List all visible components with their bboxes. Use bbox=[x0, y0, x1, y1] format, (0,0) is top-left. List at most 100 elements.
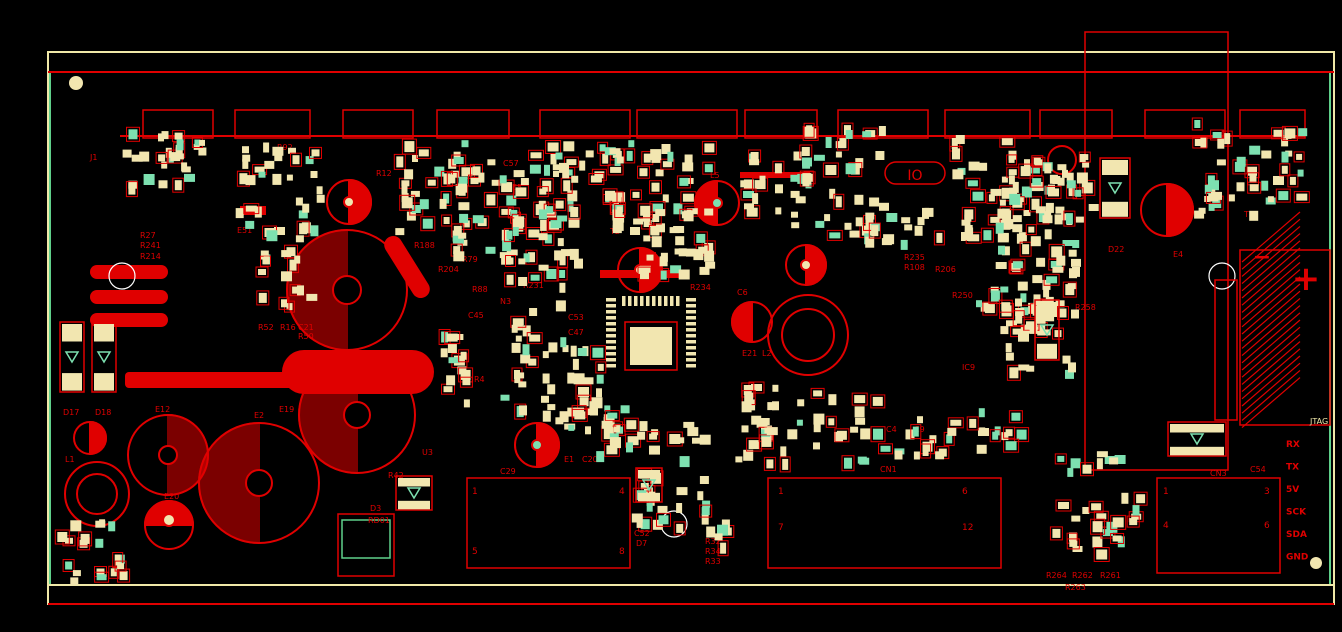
ic-pin bbox=[606, 316, 616, 320]
smd-pad bbox=[976, 300, 982, 308]
smd-pad bbox=[1211, 191, 1222, 200]
smd-pad bbox=[751, 415, 762, 425]
smd-pad bbox=[434, 166, 445, 177]
smd-pad bbox=[520, 178, 529, 185]
hatch-line bbox=[1241, 254, 1301, 306]
smd-pad bbox=[487, 159, 496, 166]
diode-pad bbox=[1102, 160, 1128, 175]
smd-pad bbox=[439, 198, 447, 209]
smd-pad bbox=[453, 151, 461, 162]
pad-outline bbox=[1293, 151, 1305, 163]
hatch-line bbox=[1241, 377, 1301, 429]
smd-pad bbox=[1249, 210, 1259, 221]
smd-pad bbox=[1296, 193, 1308, 201]
ic-pins-left bbox=[606, 298, 616, 368]
smd-pad bbox=[1032, 178, 1042, 186]
smd-pad bbox=[1044, 229, 1052, 240]
smd-pad bbox=[461, 167, 473, 177]
pad-outline bbox=[1003, 426, 1016, 439]
smd-pad bbox=[302, 203, 310, 213]
svg-text:L2: L2 bbox=[762, 349, 772, 358]
smd-pad bbox=[1020, 324, 1031, 334]
diode-symbol bbox=[1107, 182, 1123, 195]
trace bbox=[125, 372, 295, 388]
diode-symbol bbox=[96, 351, 112, 364]
svg-text:1: 1 bbox=[1163, 487, 1169, 497]
smd-pad bbox=[529, 334, 541, 342]
smd-pad bbox=[1194, 139, 1205, 146]
smd-pad bbox=[529, 308, 538, 316]
smd-pad bbox=[1062, 169, 1068, 178]
smd-pad bbox=[1096, 458, 1103, 470]
pad-outline bbox=[444, 331, 461, 345]
hatch-line bbox=[1241, 290, 1301, 342]
smd-pad bbox=[704, 143, 715, 153]
smd-pad bbox=[57, 532, 68, 542]
smd-pad bbox=[1224, 133, 1231, 145]
smd-pad bbox=[573, 373, 585, 385]
smd-pad bbox=[1001, 138, 1013, 146]
board-outline bbox=[47, 31, 1335, 605]
smd-pad bbox=[673, 203, 683, 215]
smd-pad bbox=[443, 193, 450, 204]
smd-pad bbox=[117, 563, 125, 570]
hatch-line bbox=[1241, 233, 1301, 285]
pad-outline bbox=[758, 434, 774, 450]
pad-outline bbox=[658, 268, 670, 283]
smd-pad bbox=[679, 456, 690, 468]
smd-pad bbox=[289, 259, 297, 271]
smd-pad bbox=[460, 351, 467, 360]
cap-e2 bbox=[198, 421, 320, 545]
svg-text:R12: R12 bbox=[376, 169, 392, 178]
smd-pad bbox=[651, 429, 659, 436]
jtag-pin-label: SCK bbox=[1286, 508, 1307, 518]
smd-pad bbox=[528, 229, 540, 238]
smd-pad bbox=[994, 426, 1001, 436]
smd-pad bbox=[652, 214, 660, 222]
heatsink-bar: + − bbox=[1239, 211, 1331, 429]
cap-e21 bbox=[731, 300, 773, 344]
pad-outline bbox=[803, 122, 815, 138]
ic-pin bbox=[622, 296, 626, 306]
smd-pad bbox=[796, 419, 803, 426]
svg-text:1: 1 bbox=[778, 487, 784, 497]
pad-outline bbox=[512, 184, 529, 199]
smd-pad bbox=[70, 577, 79, 586]
smd-pad bbox=[501, 208, 512, 215]
smd-pad bbox=[579, 160, 586, 171]
ic-pin bbox=[606, 352, 616, 356]
smd-pad bbox=[952, 169, 964, 180]
smd-pad bbox=[538, 200, 546, 211]
smd-pad bbox=[1061, 213, 1069, 221]
smd-pad bbox=[639, 421, 648, 432]
smd-pad bbox=[657, 505, 668, 513]
smd-pad bbox=[606, 445, 618, 455]
pad-outline bbox=[717, 540, 729, 557]
smd-pad bbox=[158, 133, 164, 142]
smd-pad bbox=[567, 372, 575, 384]
smd-pad bbox=[299, 223, 308, 235]
smd-pad bbox=[605, 190, 615, 201]
smd-pad bbox=[242, 154, 251, 162]
smd-pad bbox=[750, 152, 759, 160]
top-block bbox=[234, 109, 311, 139]
smd-pad bbox=[501, 182, 513, 193]
pad-outline bbox=[1088, 500, 1104, 513]
pad-outline bbox=[1066, 538, 1080, 550]
smd-pad bbox=[854, 395, 866, 404]
pad-outline bbox=[1057, 306, 1069, 320]
smd-pad bbox=[1055, 300, 1065, 308]
smd-pad bbox=[193, 143, 200, 150]
smd-pad bbox=[1228, 194, 1235, 202]
pad-outline bbox=[420, 216, 436, 232]
smd-pad bbox=[813, 154, 825, 161]
pad-outline bbox=[507, 207, 520, 219]
smd-pad bbox=[1096, 451, 1108, 458]
smd-pad bbox=[440, 348, 448, 358]
svg-text:5: 5 bbox=[472, 547, 478, 557]
smd-pad bbox=[528, 252, 535, 263]
smd-pad bbox=[514, 377, 521, 384]
smd-pad bbox=[72, 570, 81, 577]
pad-outline bbox=[425, 177, 439, 189]
smd-pad bbox=[563, 141, 575, 152]
